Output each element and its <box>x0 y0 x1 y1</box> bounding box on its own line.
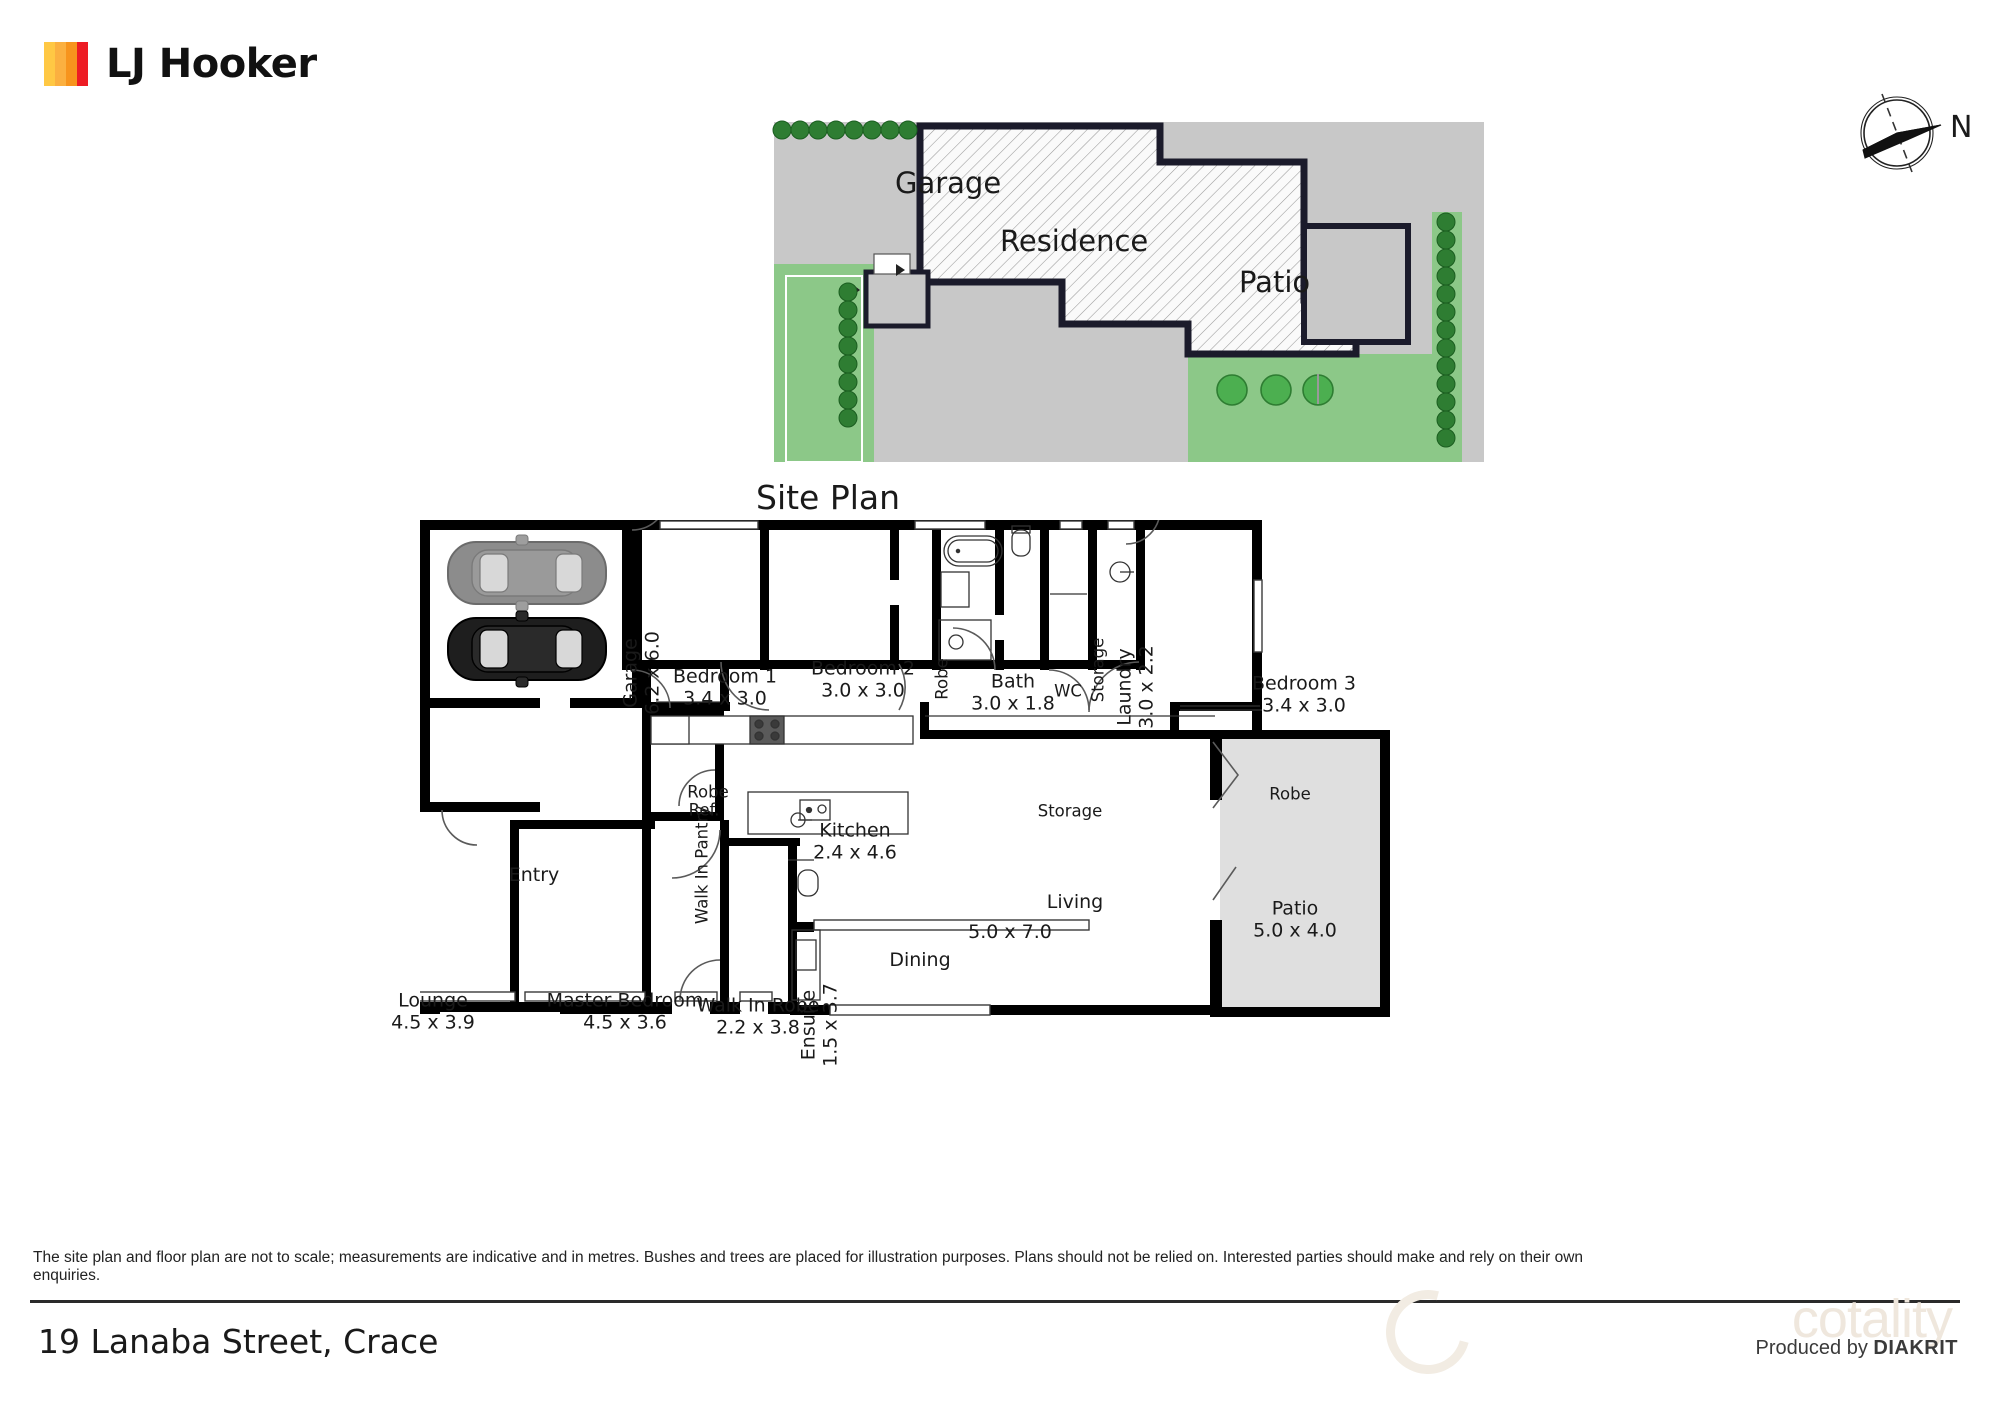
produced-by-prefix: Produced by <box>1755 1337 1874 1359</box>
property-address: 19 Lanaba Street, Crace <box>38 1322 439 1361</box>
produced-by-credit: Produced by DIAKRIT <box>1756 1337 1958 1360</box>
brand-logo: LJ Hooker <box>44 42 317 86</box>
compass-icon <box>1860 93 1942 173</box>
cotality-swirl-icon <box>1370 1274 1486 1390</box>
room-label-robe-bedroom-1: Robe <box>687 782 729 802</box>
compass-rose: N <box>1855 88 1985 178</box>
room-label-robe-bedroom-3: Robe <box>1269 784 1311 804</box>
room-label-storage-living: Storage <box>1037 801 1103 821</box>
site-plan-title: Site Plan <box>756 478 901 517</box>
floor-plan-drawing <box>350 493 1390 1017</box>
room-label-refrigerator: Ref. <box>688 800 720 820</box>
brand-name: LJ Hooker <box>106 41 317 87</box>
site-plan: Garage Residence Patio <box>756 104 1488 474</box>
room-label-robe-bedroom-2: Robe <box>932 658 952 700</box>
footer-divider <box>30 1300 1960 1303</box>
room-label-dining: Dining <box>889 948 951 971</box>
compass-north-label: N <box>1950 110 1973 145</box>
room-label-walk-in-pantry: Walk In Pantry <box>692 805 712 925</box>
room-label-entry: Entry <box>508 863 560 886</box>
site-plan-room-label-garage: Garage <box>895 166 1002 200</box>
room-label-living-dims: 5.0 x 7.0 <box>968 920 1052 943</box>
room-label-living: Living <box>1046 890 1104 913</box>
car-top-icon <box>447 534 607 612</box>
lj-hooker-mark-icon <box>44 42 88 86</box>
room-label-storage-hall: Storage <box>1088 637 1108 703</box>
site-plan-drawing <box>772 120 1484 463</box>
site-plan-room-label-residence: Residence <box>1000 224 1149 258</box>
room-label-wc: WC <box>1054 681 1082 701</box>
disclaimer-text: The site plan and floor plan are not to … <box>33 1249 1584 1284</box>
diakrit-brand: DIAKRIT <box>1873 1337 1958 1359</box>
site-plan-room-label-patio: Patio <box>1239 265 1311 299</box>
car-bottom-icon <box>447 610 607 688</box>
